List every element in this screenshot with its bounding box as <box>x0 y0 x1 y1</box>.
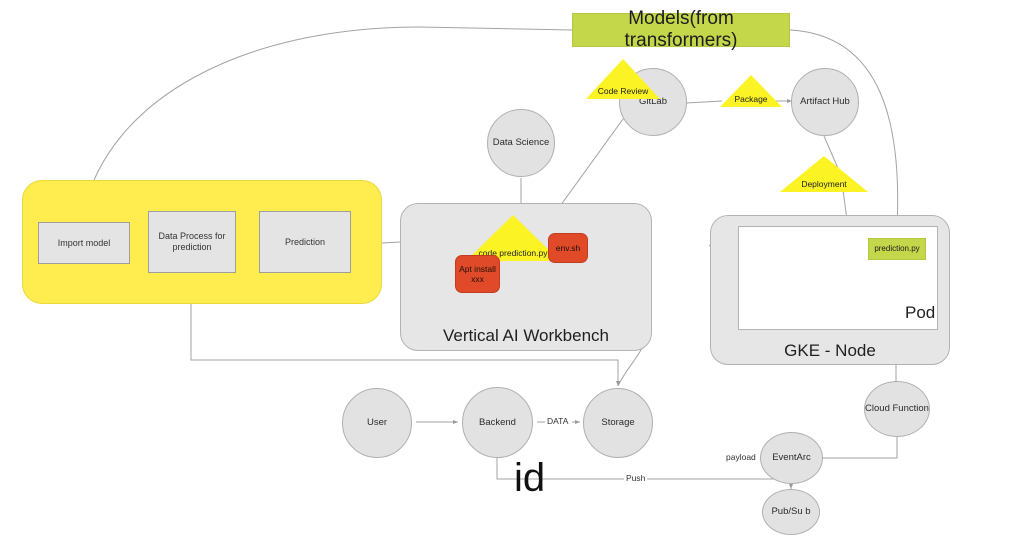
process-box-data-process[interactable]: Data Process for prediction <box>148 211 236 273</box>
triangle-label-package: Package <box>734 93 768 104</box>
circle-eventarc[interactable]: EventArc <box>760 432 823 484</box>
circle-storage[interactable]: Storage <box>583 388 653 458</box>
edge-gitlab-to-package <box>685 100 723 104</box>
edge-models-to-prediction-py <box>789 29 899 246</box>
edge-label-push: Push <box>624 473 648 483</box>
container-label-pod: Pod <box>905 303 936 322</box>
red-box-env-sh[interactable]: env.sh <box>548 233 588 263</box>
models-title-box[interactable]: Models(from transformers) <box>572 8 790 51</box>
container-label-gke-node: GKE - Node <box>784 341 876 360</box>
edge-label-payload: payload <box>724 452 758 462</box>
circle-data-science[interactable]: Data Science <box>487 109 555 177</box>
process-box-import-model[interactable]: Import model <box>38 222 130 264</box>
annotation-id-text: id <box>514 456 546 500</box>
container-vertical-ai-workbench[interactable] <box>400 203 652 351</box>
triangle-code-review[interactable]: Code Review <box>586 59 660 99</box>
circle-pubsub[interactable]: Pub/Su b <box>762 489 820 535</box>
edge-dataprocess-to-storage <box>190 272 620 386</box>
circle-backend[interactable]: Backend <box>462 387 533 458</box>
circle-user[interactable]: User <box>342 388 412 458</box>
triangle-label-deployment: Deployment <box>801 178 847 189</box>
green-box-prediction-py[interactable]: prediction.py <box>868 238 926 260</box>
edge-models-to-import-model <box>83 26 573 211</box>
red-box-apt-install[interactable]: Apt install xxx <box>455 255 500 293</box>
triangle-code-prediction[interactable]: code prediction.py <box>466 215 560 261</box>
triangle-label-code-review: Code Review <box>597 85 649 96</box>
process-box-prediction[interactable]: Prediction <box>259 211 351 273</box>
triangle-package[interactable]: Package <box>720 75 782 107</box>
triangle-label-code-prediction: code prediction.py <box>478 247 548 258</box>
triangle-deployment[interactable]: Deployment <box>780 156 868 192</box>
container-label-vertical-ai-workbench: Vertical AI Workbench <box>443 326 609 345</box>
edge-label-data: DATA <box>545 416 571 426</box>
circle-artifact-hub[interactable]: Artifact Hub <box>791 68 859 136</box>
circle-cloud-function[interactable]: Cloud Function <box>864 381 930 437</box>
